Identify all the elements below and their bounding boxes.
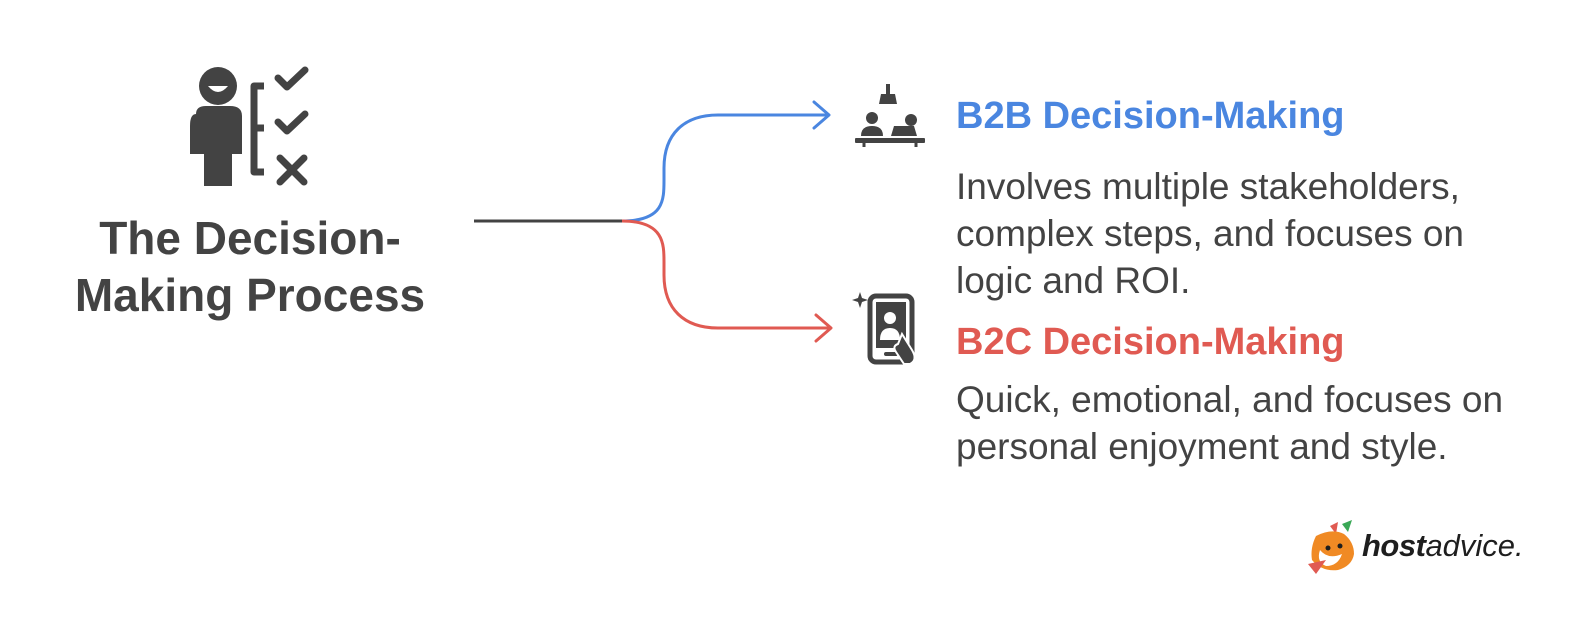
- main-title-line1: The Decision-: [99, 212, 401, 264]
- b2c-arrowhead: [814, 313, 833, 343]
- fox-logo-icon: [1308, 520, 1354, 574]
- meeting-table-icon: [855, 84, 925, 147]
- logo-text-light: advice.: [1425, 528, 1524, 563]
- person-checklist-icon: [190, 66, 309, 186]
- main-title-line2: Making Process: [74, 269, 426, 321]
- b2b-description: Involves multiple stakeholders, complex …: [956, 166, 1465, 301]
- b2b-title: B2B Decision-Making: [956, 95, 1345, 137]
- main-title: The Decision- Making Process: [40, 210, 460, 324]
- phone-touch-icon: [852, 292, 916, 365]
- logo-text-strong: host: [1362, 528, 1426, 563]
- b2c-title: B2C Decision-Making: [956, 321, 1345, 363]
- b2b-connector: [621, 113, 828, 223]
- b2b-arrowhead: [812, 100, 831, 130]
- hostadvice-logo-text: hostadvice.: [1362, 526, 1524, 566]
- b2c-connector: [621, 219, 830, 330]
- b2c-description: Quick, emotional, and focuses on persona…: [956, 379, 1504, 467]
